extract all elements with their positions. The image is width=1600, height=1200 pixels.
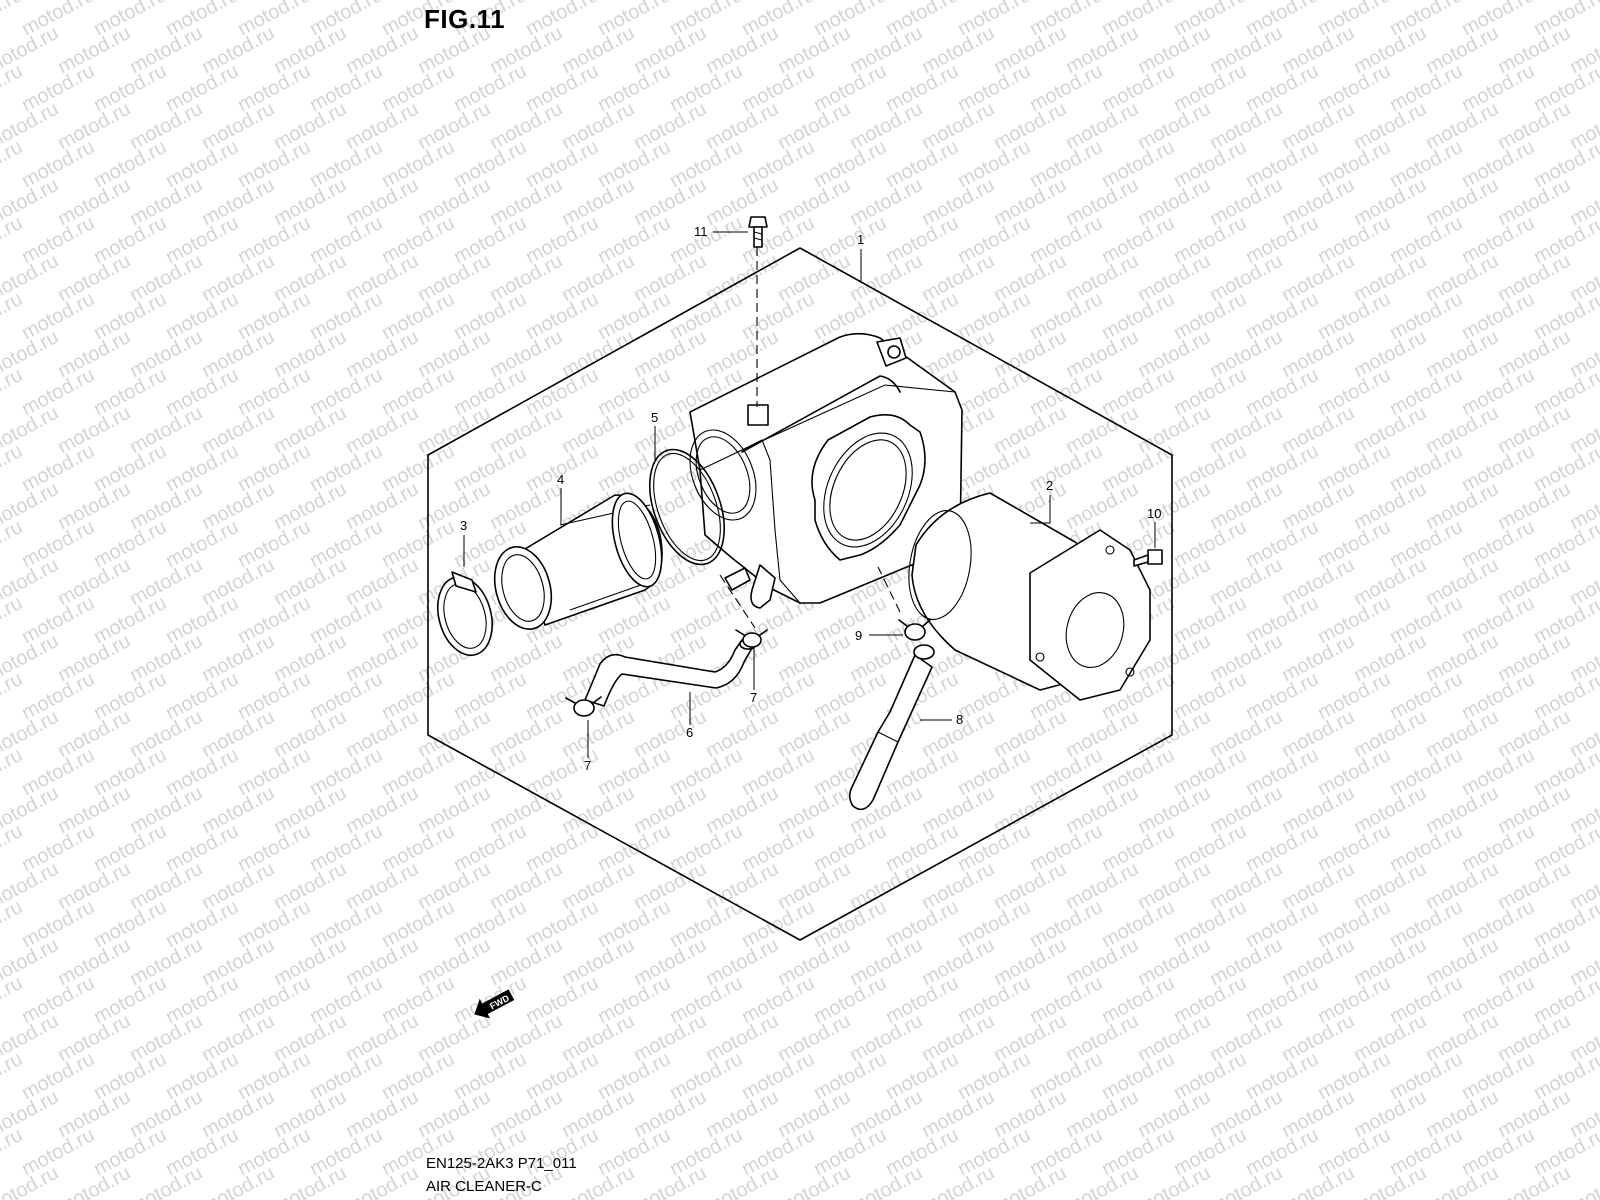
part-2-air-filter-element: [908, 492, 1151, 701]
callout-8: 8: [956, 712, 963, 727]
part-8-drain-hose: [848, 644, 935, 811]
figure-code: EN125-2AK3 P71_011: [426, 1155, 577, 1172]
part-10-screw: [1133, 549, 1163, 567]
callout-7-upper: 7: [750, 690, 757, 705]
part-4-intake-duct: [493, 492, 663, 630]
callout-2: 2: [1046, 478, 1053, 493]
part-9-clip: [898, 619, 931, 641]
part-11-bolt: [748, 216, 768, 248]
callout-9: 9: [855, 628, 862, 643]
callout-11: 11: [694, 224, 708, 239]
callout-5: 5: [651, 410, 658, 425]
callout-4: 4: [557, 472, 564, 487]
part-6-breather-hose: [584, 638, 757, 707]
figure-title: FIG.11: [424, 4, 506, 34]
fwd-arrow-icon: FWD: [474, 989, 515, 1019]
callout-6: 6: [686, 725, 693, 740]
callout-7-lower: 7: [584, 758, 591, 773]
callout-1: 1: [857, 232, 864, 247]
callout-3: 3: [460, 518, 467, 533]
figure-name: AIR CLEANER-C: [426, 1178, 542, 1195]
callout-10: 10: [1147, 506, 1161, 521]
part-3-hose-clamp: [437, 571, 493, 657]
